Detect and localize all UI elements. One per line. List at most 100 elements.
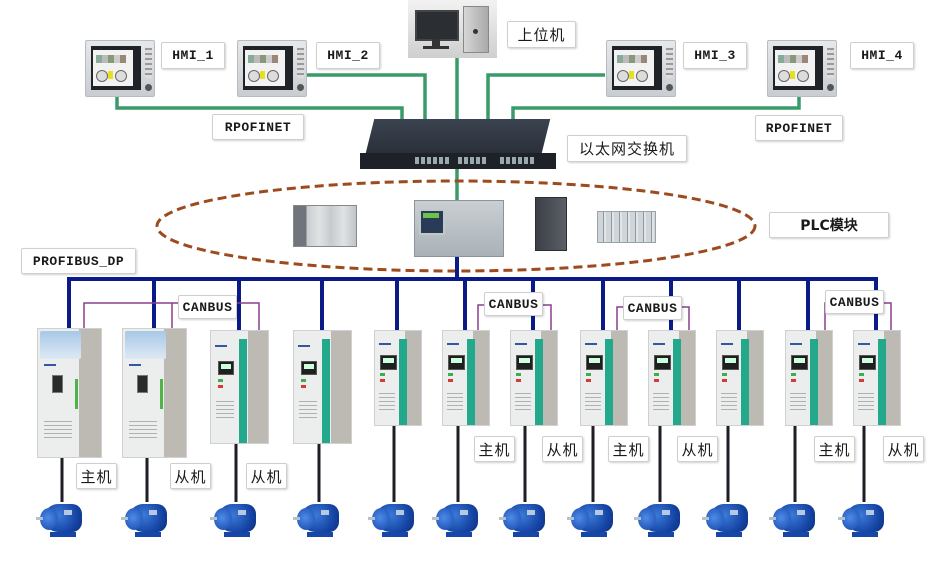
frequency-inverter-icon [516, 355, 533, 370]
motor-12[interactable] [838, 500, 886, 540]
frequency-inverter-icon [218, 361, 234, 375]
drive-11[interactable] [785, 330, 833, 426]
drive-4[interactable] [293, 330, 352, 444]
drive-1[interactable] [37, 328, 102, 458]
drive-12[interactable] [853, 330, 901, 426]
motor-shaft [210, 517, 217, 520]
motor-foot [307, 532, 333, 537]
hmi-3[interactable] [606, 40, 676, 97]
drive-5[interactable] [374, 330, 422, 426]
role-label-drive-1: 主机 [76, 463, 117, 489]
motor-end-cap [214, 508, 232, 530]
motor-8[interactable] [567, 500, 615, 540]
drive-nameplate [721, 393, 737, 394]
role-label-drive-7: 从机 [542, 436, 583, 462]
motor-10[interactable] [702, 500, 750, 540]
drive-10[interactable] [716, 330, 764, 426]
drive-logo [858, 343, 870, 345]
motor-end-cap [125, 508, 143, 530]
host-pc-label: 上位机 [507, 21, 576, 48]
motor-6[interactable] [432, 500, 480, 540]
drive-7[interactable] [510, 330, 558, 426]
drive-6[interactable] [442, 330, 490, 426]
profibus-label: PROFIBUS_DP [21, 248, 136, 274]
drive-3[interactable] [210, 330, 269, 444]
motor-nameplate [321, 510, 329, 515]
motor-end-cap [638, 508, 656, 530]
drive-logo [721, 343, 733, 345]
hmi-4[interactable] [767, 40, 837, 97]
drive-8[interactable] [580, 330, 628, 426]
io-rack-icon[interactable] [597, 211, 656, 243]
motor-end-cap [503, 508, 521, 530]
plc-group-label: PLC模块 [769, 212, 889, 238]
drive-logo [790, 343, 802, 345]
role-label-drive-3: 从机 [246, 463, 287, 489]
motor-shaft [634, 517, 641, 520]
ethernet-links [115, 58, 801, 203]
ethernet-link-hmi1 [115, 93, 404, 121]
role-label-drive-9: 从机 [677, 436, 718, 462]
motor-nameplate [238, 510, 246, 515]
motor-1[interactable] [36, 500, 84, 540]
drive-stop-button [380, 379, 385, 382]
soft-starter-icon[interactable] [535, 197, 567, 251]
host-pc[interactable] [408, 0, 497, 58]
drive-run-button [722, 373, 727, 376]
drive-nameplate [216, 401, 234, 402]
motor-shaft [293, 517, 300, 520]
drive-stop-button [722, 379, 727, 382]
frequency-inverter-icon [859, 355, 876, 370]
hmi-panel-icon [243, 46, 293, 90]
frequency-inverter-icon [448, 355, 465, 370]
drive-logo [129, 364, 141, 366]
role-label-drive-8: 主机 [608, 436, 649, 462]
ethernet-switch-icon [365, 119, 551, 153]
motor-end-cap [436, 508, 454, 530]
motor-shaft [432, 517, 439, 520]
profinet-label-right: RPOFINET [755, 115, 843, 141]
hmi-2[interactable] [237, 40, 307, 97]
motor-5[interactable] [368, 500, 416, 540]
hmi-panel-icon [612, 46, 662, 90]
drive-keypad [137, 375, 148, 393]
hmi-buttons [297, 48, 304, 78]
drive-nameplate [44, 421, 72, 422]
monitor-base [423, 46, 449, 49]
hmi-1[interactable] [85, 40, 155, 97]
switch-label: 以太网交换机 [567, 135, 687, 162]
drive-teal-stripe [322, 339, 330, 443]
hmi-1-label: HMI_1 [161, 42, 225, 69]
frequency-inverter-icon [125, 331, 166, 359]
hmi-knob [145, 84, 152, 91]
ethernet-link-hmi2 [307, 73, 427, 121]
motor-end-cap [297, 508, 315, 530]
motor-foot [135, 532, 161, 537]
io-module-icon[interactable] [293, 205, 357, 247]
switch-ports [415, 157, 450, 164]
motor-3[interactable] [210, 500, 258, 540]
motor-4[interactable] [293, 500, 341, 540]
drive-status-strip [160, 379, 163, 409]
hmi-2-label: HMI_2 [316, 42, 380, 69]
drive-teal-stripe [878, 339, 886, 425]
drive-logo [215, 345, 227, 347]
motor-shaft [567, 517, 574, 520]
plc-cpu[interactable] [414, 200, 504, 257]
role-label-drive-11: 主机 [814, 436, 855, 462]
ethernet-switch[interactable] [360, 119, 556, 169]
motor-9[interactable] [634, 500, 682, 540]
ethernet-link-hmi4 [511, 93, 801, 121]
drive-2[interactable] [122, 328, 187, 458]
drive-nameplate [299, 401, 317, 402]
drive-logo [44, 364, 56, 366]
motor-11[interactable] [769, 500, 817, 540]
motor-2[interactable] [121, 500, 169, 540]
motor-nameplate [662, 510, 670, 515]
drive-run-button [516, 373, 521, 376]
motor-7[interactable] [499, 500, 547, 540]
frequency-inverter-icon [301, 361, 317, 375]
drive-9[interactable] [648, 330, 696, 426]
drive-run-button [859, 373, 864, 376]
motor-nameplate [797, 510, 805, 515]
